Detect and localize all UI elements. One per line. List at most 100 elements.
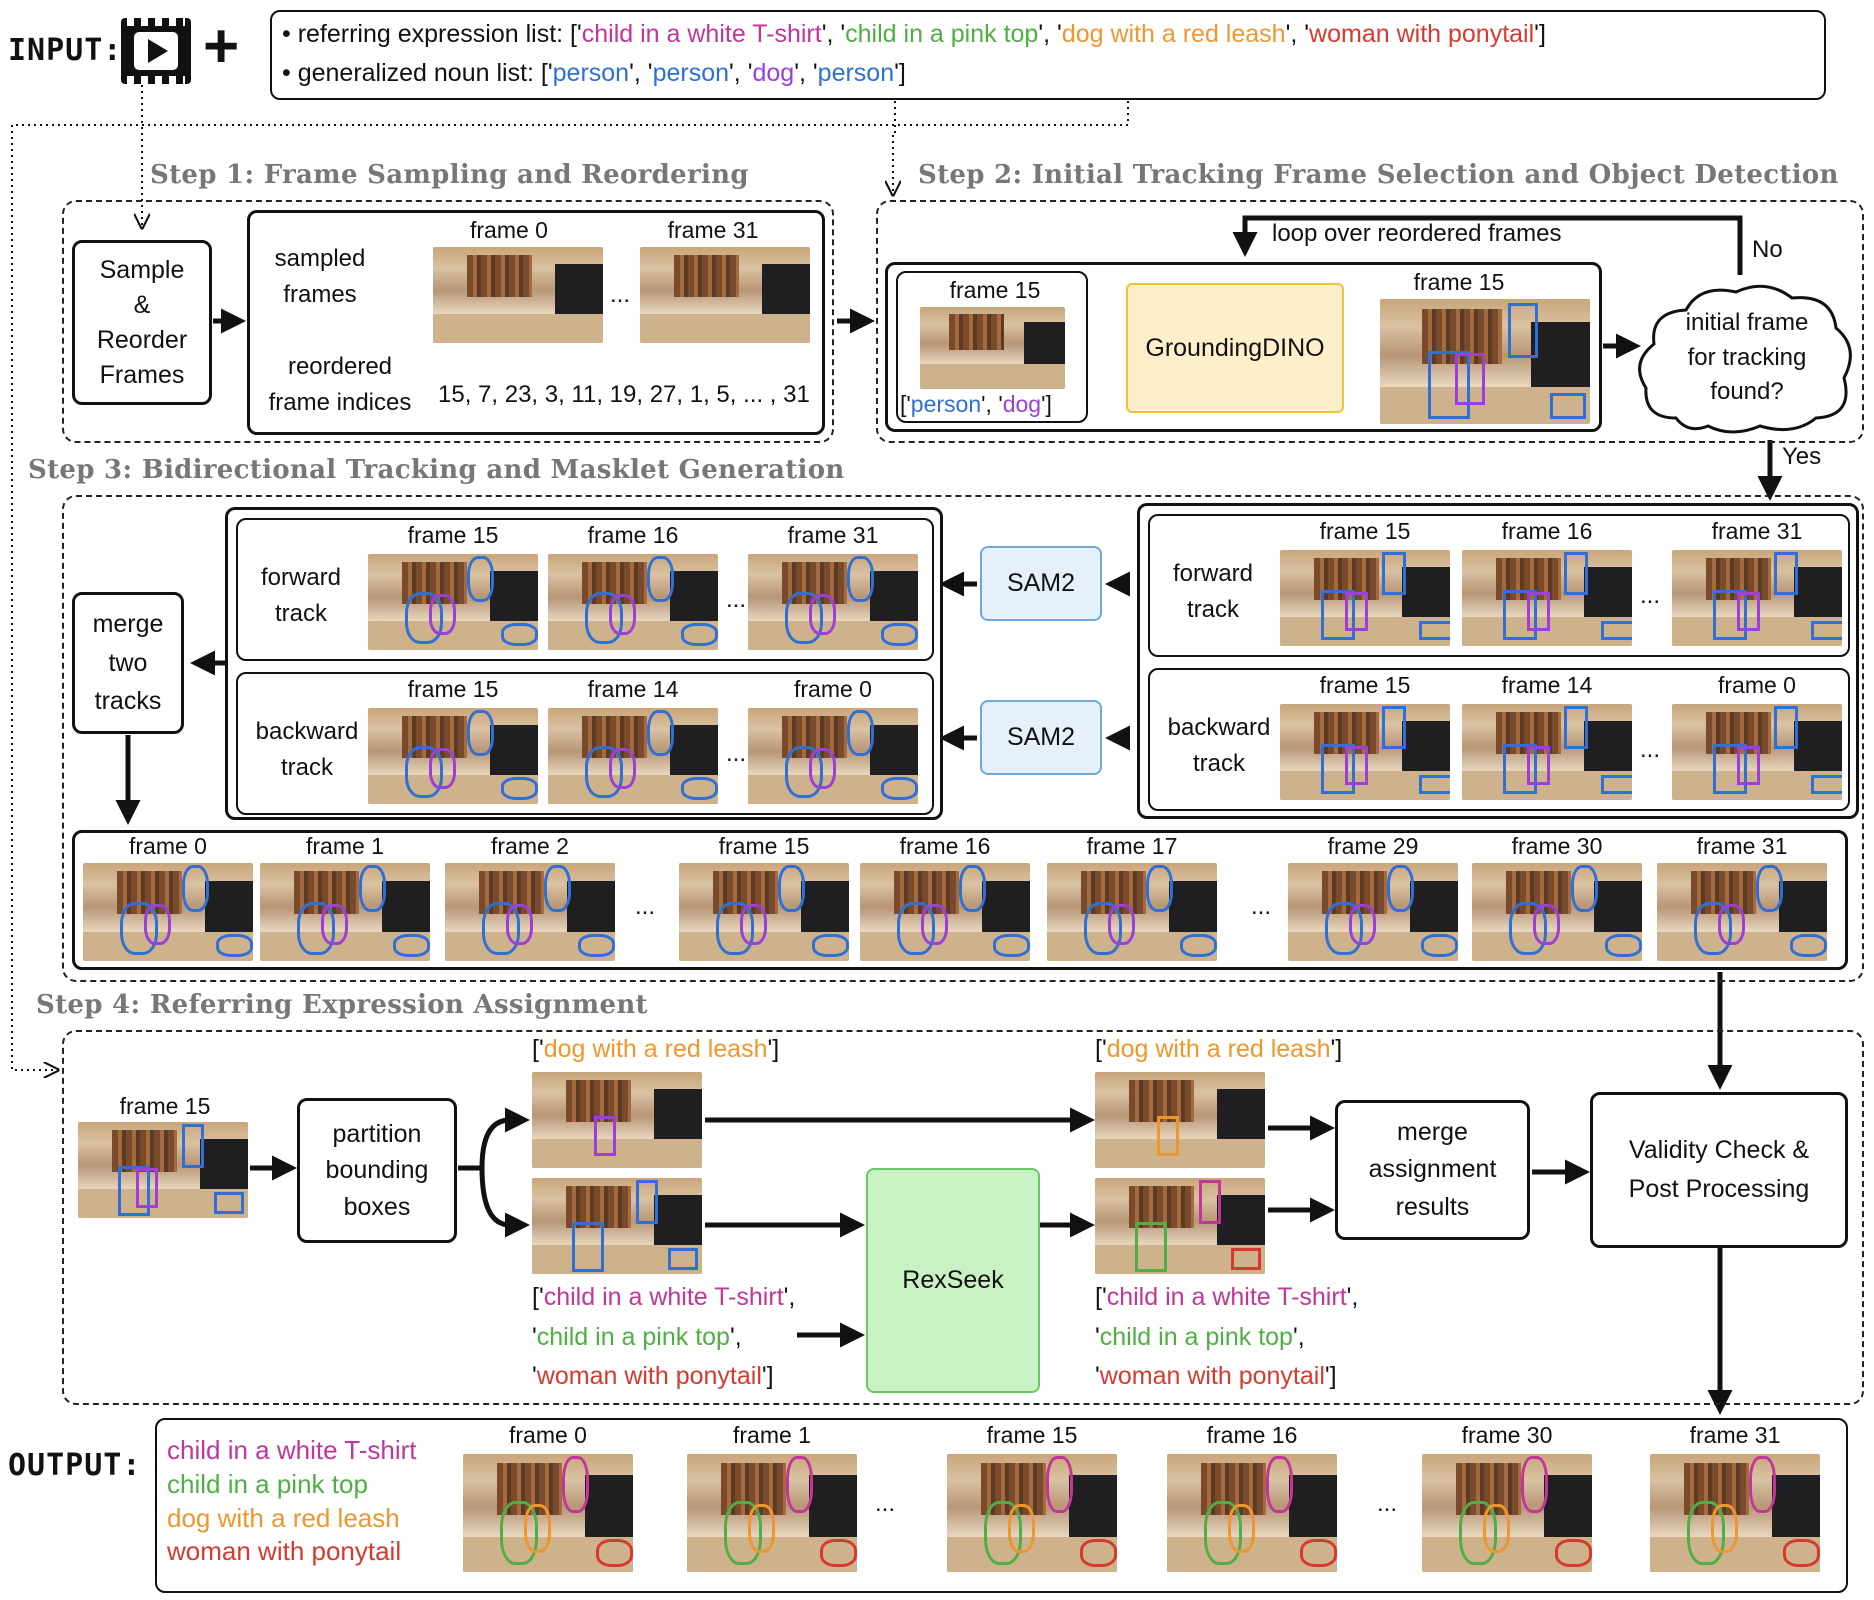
frame-thumbnail <box>445 863 615 961</box>
frame-thumbnail <box>260 863 430 961</box>
bbox <box>1320 744 1355 795</box>
person-expression: ['child in a white T-shirt', <box>532 1283 796 1311</box>
step3-title: Step 3: Bidirectional Tracking and Maskl… <box>28 455 845 485</box>
mask-outline <box>1687 1501 1725 1565</box>
frame-thumbnail <box>463 1454 633 1572</box>
frame-thumbnail <box>1657 863 1827 961</box>
frame-label: frame 31 <box>1696 833 1788 859</box>
ellipsis: ... <box>875 1490 896 1517</box>
bbox <box>572 1222 604 1272</box>
person-expressions-left: ['child in a white T-shirt', 'child in a … <box>532 1278 795 1397</box>
bbox <box>1344 592 1369 631</box>
plus-sign: + <box>203 12 240 81</box>
frame-thumbnail <box>679 863 849 961</box>
ellipsis: ... <box>726 740 747 767</box>
mask-outline <box>1711 1503 1739 1554</box>
frame-thumbnail <box>687 1454 857 1572</box>
bbox <box>1712 590 1747 641</box>
mask-outline <box>1265 1456 1293 1513</box>
frame-label: frame 15 <box>119 1093 211 1119</box>
bbox <box>182 1124 204 1168</box>
mask-outline <box>1459 1501 1497 1565</box>
mask-outline <box>1349 904 1377 946</box>
frame-thumbnail <box>748 708 918 804</box>
frame-label: frame 0 <box>129 833 207 859</box>
mask-outline <box>609 594 637 635</box>
person-expression: 'child in a pink top', <box>532 1322 742 1351</box>
referring-expression: dog with a red leash <box>1061 20 1286 48</box>
mask-outline <box>809 748 837 789</box>
mask-outline <box>921 904 949 946</box>
mask-outline <box>506 904 534 946</box>
split-bracket <box>458 1107 530 1238</box>
bbox <box>636 1180 658 1224</box>
legend-item: child in a white T-shirt <box>167 1435 417 1465</box>
frame-thumbnail <box>1288 863 1458 961</box>
mask-outline <box>1570 864 1598 912</box>
frame-thumbnail <box>1462 704 1632 800</box>
mask-outline <box>609 748 637 789</box>
cloud-shape <box>1638 284 1852 434</box>
mask-outline <box>846 555 874 602</box>
merge-tracks-box: merge two tracks <box>72 592 184 734</box>
frame-thumbnail <box>947 1454 1117 1572</box>
frame-label: frame 15 <box>986 1422 1078 1448</box>
step4-input-thumbnail <box>78 1122 248 1218</box>
mask-outline <box>543 864 571 912</box>
mask-outline <box>1420 933 1458 958</box>
frame-label: frame 29 <box>1327 833 1419 859</box>
mask-outline <box>880 623 918 647</box>
step4-title: Step 4: Referring Expression Assignment <box>36 990 648 1020</box>
person-expression: ['child in a white T-shirt', <box>1095 1283 1359 1311</box>
bbox <box>1455 353 1485 405</box>
legend-item: dog with a red leash <box>167 1502 400 1533</box>
mask-outline <box>482 902 520 956</box>
frame-thumbnail <box>1672 550 1842 646</box>
frame-thumbnail <box>83 863 253 961</box>
forward-track-label: forward track <box>1172 560 1254 623</box>
mask-outline <box>1179 933 1217 958</box>
frame-label: frame 15 <box>407 676 499 702</box>
mask-outline <box>585 746 623 799</box>
frame-label: frame 31 <box>1711 518 1803 544</box>
mask-outline <box>680 623 718 647</box>
bbox <box>1811 775 1842 795</box>
frame-thumbnail <box>1167 1454 1337 1572</box>
video-icon <box>121 18 191 84</box>
mask-outline <box>1604 933 1642 958</box>
frame-label: frame 0 <box>470 217 548 243</box>
bbox <box>1564 705 1588 750</box>
bbox <box>1320 590 1355 641</box>
reordered-indices-label: reordered frame indices <box>268 353 412 416</box>
bbox <box>1774 551 1798 596</box>
ellipsis: ... <box>1377 1490 1398 1517</box>
generalized-noun: person <box>817 59 895 87</box>
backward-track-label: backward track <box>1167 714 1271 777</box>
mask-outline <box>785 592 823 645</box>
mask-outline <box>846 709 874 756</box>
frame-label: frame 16 <box>1501 518 1593 544</box>
ellipsis: ... <box>610 281 631 308</box>
frame-thumbnail <box>548 708 718 804</box>
dog-expression-left: ['dog with a red leash'] <box>532 1035 780 1063</box>
mask-outline <box>740 904 768 946</box>
detection-panel: frame 15 ['person', 'dog'] GroundingDINO… <box>885 262 1602 432</box>
mask-outline <box>577 933 615 958</box>
frame-label: frame 15 <box>1413 269 1505 295</box>
mask-outline <box>1084 902 1122 956</box>
generalized-noun: person <box>552 59 630 87</box>
frame-thumbnail <box>920 307 1065 389</box>
mask-outline <box>958 864 986 912</box>
mask-outline <box>1045 1456 1073 1513</box>
mask-outline <box>120 902 158 956</box>
mask-outline <box>561 1456 589 1513</box>
frame-label: frame 15 <box>1319 672 1411 698</box>
bbox <box>1811 621 1842 641</box>
mask-outline <box>809 594 837 635</box>
